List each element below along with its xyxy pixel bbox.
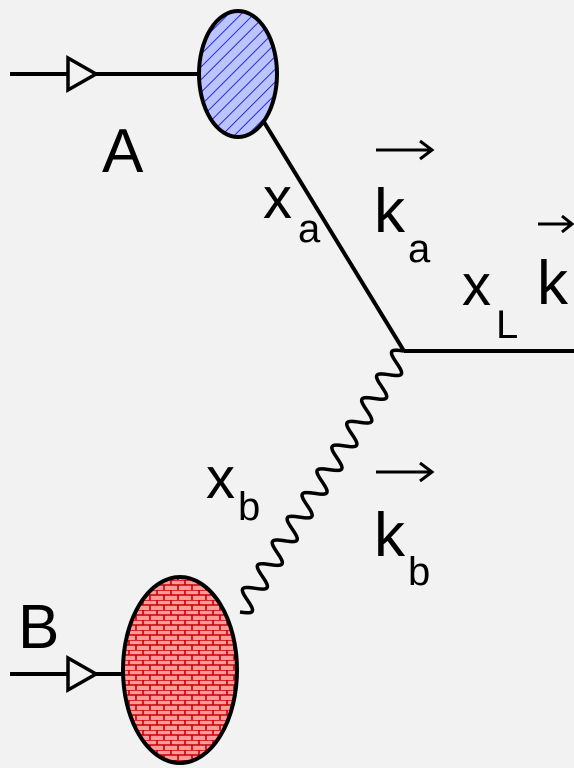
svg-text:a: a (408, 227, 431, 271)
svg-text:b: b (408, 550, 430, 594)
label-x-a: x a (263, 166, 321, 251)
line-x-a (262, 120, 406, 353)
svg-text:k: k (537, 249, 569, 318)
svg-text:b: b (238, 485, 260, 529)
svg-text:a: a (298, 207, 321, 251)
label-a: A (102, 117, 144, 186)
vector-arrow-icon (376, 461, 435, 483)
label-x-b: x b (206, 446, 260, 529)
incoming-line-b (10, 654, 130, 694)
svg-text:x: x (462, 253, 491, 318)
label-b: B (18, 593, 59, 662)
label-x-l: x L (462, 253, 518, 347)
label-k-a-vector: k a (374, 139, 435, 271)
vector-arrow-icon (376, 139, 435, 161)
label-k-vector: k (537, 214, 574, 318)
incoming-line-a (10, 54, 200, 94)
blob-b (121, 575, 239, 765)
svg-text:k: k (374, 177, 406, 246)
wavy-line-x-b (239, 348, 405, 615)
svg-text:L: L (496, 303, 518, 347)
svg-text:x: x (263, 166, 292, 231)
svg-text:k: k (374, 501, 406, 570)
svg-text:x: x (206, 446, 235, 511)
vector-arrow-icon (538, 214, 574, 234)
blob-a (197, 9, 279, 139)
label-k-b-vector: k b (374, 461, 435, 594)
